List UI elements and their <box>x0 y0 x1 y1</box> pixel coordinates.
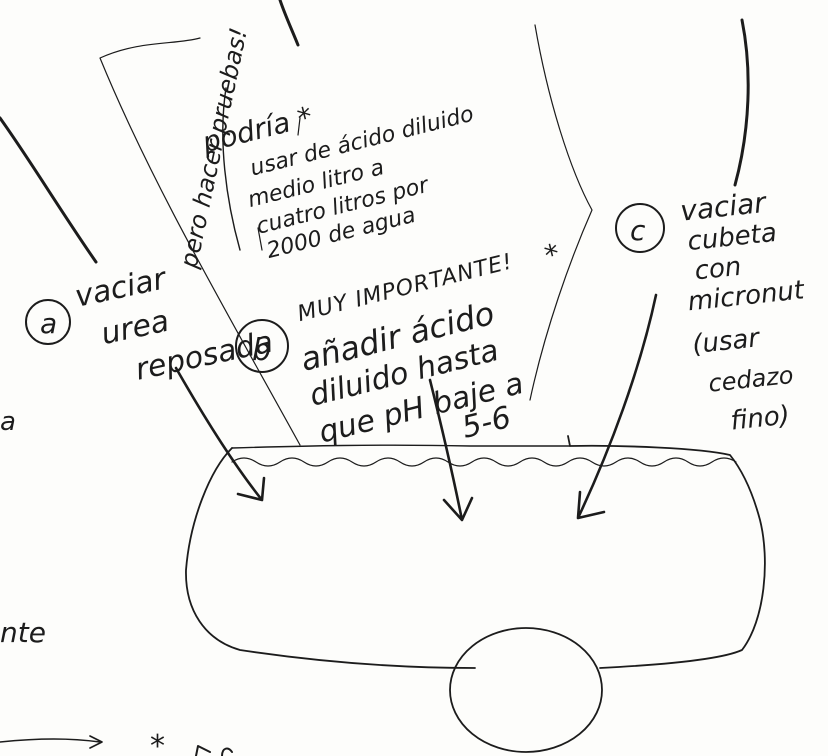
arrow-c <box>576 293 658 520</box>
step-b-text: añadir ácido diluido hasta que pH baje a… <box>297 294 527 451</box>
arrow-a <box>174 366 266 502</box>
bottom-arrow <box>0 735 103 749</box>
top-leader-line-right <box>733 18 750 187</box>
edge-fragment-left-mid: a <box>0 407 16 437</box>
step-c-letter: c <box>630 214 646 247</box>
step-a-circle <box>25 299 71 345</box>
edge-fragment-left-low: nte <box>0 616 46 649</box>
step-a-line-2: urea <box>98 304 172 352</box>
tank-bottom-circle <box>449 627 603 753</box>
step-c-line-6: cedazo <box>707 361 795 398</box>
step-c-line-3: con <box>693 252 743 287</box>
top-leader-line-left <box>0 116 98 264</box>
step-b-letter: b <box>252 333 271 368</box>
tank-top-line <box>231 444 571 449</box>
note-underline <box>257 117 301 251</box>
step-c-line-7: fino) <box>729 401 791 437</box>
step-c-text: vaciar cubeta con micronut (usar cedazo … <box>679 186 807 437</box>
note-text: podría * usar de ácido diluido medio lit… <box>198 100 476 264</box>
step-c-circle <box>615 203 665 253</box>
note-warning-star: * <box>541 237 563 272</box>
note-bracket <box>222 87 241 251</box>
step-a-text: vaciar urea reposada <box>72 261 276 388</box>
note-bubble-outline <box>99 24 593 446</box>
arrow-b <box>428 378 474 522</box>
step-a-letter: a <box>40 307 57 340</box>
step-b-circle <box>235 319 289 373</box>
bottom-scribble <box>195 745 233 756</box>
step-c-line-5: (usar <box>691 323 763 360</box>
edge-fragment-bottom-star: * <box>150 729 165 756</box>
tank-outline <box>185 435 766 669</box>
water-surface-wave <box>231 457 737 467</box>
top-leader-line-center <box>278 0 300 47</box>
